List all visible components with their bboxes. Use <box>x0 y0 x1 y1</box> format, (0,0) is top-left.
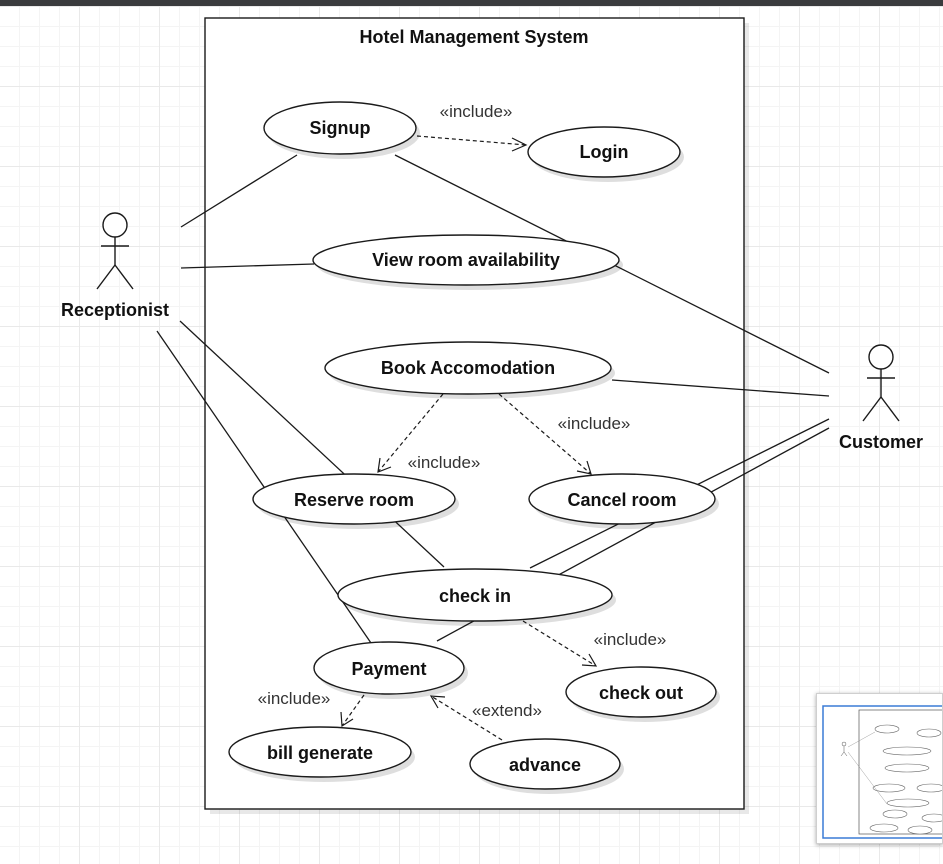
stereotype-label-checkin-checkout: «include» <box>594 630 667 649</box>
usecase-view-room-availability[interactable]: View room availability <box>312 234 623 290</box>
usecase-label: View room availability <box>372 250 560 270</box>
stick-figure-icon <box>96 212 134 290</box>
usecase-advance[interactable]: advance <box>469 738 624 794</box>
include-book-cancel[interactable] <box>498 393 592 475</box>
stick-figure-icon <box>862 344 900 422</box>
usecase-check-out[interactable]: check out <box>565 666 720 722</box>
top-toolbar-strip <box>0 0 943 6</box>
usecase-label: advance <box>509 755 581 775</box>
usecase-label: Cancel room <box>567 490 676 510</box>
include-checkin-checkout[interactable] <box>522 620 597 667</box>
usecase-bill-generate[interactable]: bill generate <box>228 726 415 782</box>
usecase-login[interactable]: Login <box>527 126 684 182</box>
assoc-customer-book[interactable] <box>611 379 830 397</box>
stereotype-label-signup-login: «include» <box>440 102 513 121</box>
usecase-cancel-room[interactable]: Cancel room <box>528 473 719 529</box>
stereotype-label-book-cancel: «include» <box>558 414 631 433</box>
usecase-label: Payment <box>351 659 426 679</box>
include-payment-bill[interactable] <box>341 694 365 727</box>
include-signup-login[interactable] <box>416 135 527 146</box>
usecase-signup[interactable]: Signup <box>263 101 420 159</box>
usecase-label: check out <box>599 683 683 703</box>
usecase-label: check in <box>439 586 511 606</box>
usecase-payment[interactable]: Payment <box>313 641 468 699</box>
stereotype-label-advance-payment: «extend» <box>472 701 542 720</box>
arrowhead-payment <box>429 695 446 709</box>
outline-minimap[interactable] <box>816 693 943 844</box>
actor-label: Customer <box>839 432 923 452</box>
assoc-receptionist-signup[interactable] <box>180 154 298 228</box>
system-title: Hotel Management System <box>359 27 588 47</box>
arrowhead-reserve <box>377 457 392 473</box>
arrowhead-checkout <box>581 653 598 667</box>
usecase-label: Login <box>580 142 629 162</box>
include-book-reserve[interactable] <box>377 393 444 473</box>
arrowhead-login <box>511 137 528 152</box>
actor-label: Receptionist <box>61 300 169 320</box>
arrowhead-bill <box>340 711 354 728</box>
assoc-receptionist-checkin[interactable] <box>179 320 445 568</box>
usecase-reserve-room[interactable]: Reserve room <box>252 473 459 529</box>
usecase-label: Book Accomodation <box>381 358 555 378</box>
usecase-label: Reserve room <box>294 490 414 510</box>
minimap-thumbnail <box>822 705 942 839</box>
usecase-label: bill generate <box>267 743 373 763</box>
usecase-label: Signup <box>310 118 371 138</box>
actor-customer[interactable]: Customer <box>839 344 923 452</box>
usecase-book-accomodation[interactable]: Book Accomodation <box>324 341 615 399</box>
usecase-check-in[interactable]: check in <box>337 568 616 626</box>
actor-receptionist[interactable]: Receptionist <box>61 212 169 320</box>
stereotype-label-payment-bill: «include» <box>258 689 331 708</box>
assoc-receptionist-view-room[interactable] <box>180 263 315 269</box>
stereotype-label-book-reserve: «include» <box>408 453 481 472</box>
arrowhead-cancel <box>576 460 592 475</box>
